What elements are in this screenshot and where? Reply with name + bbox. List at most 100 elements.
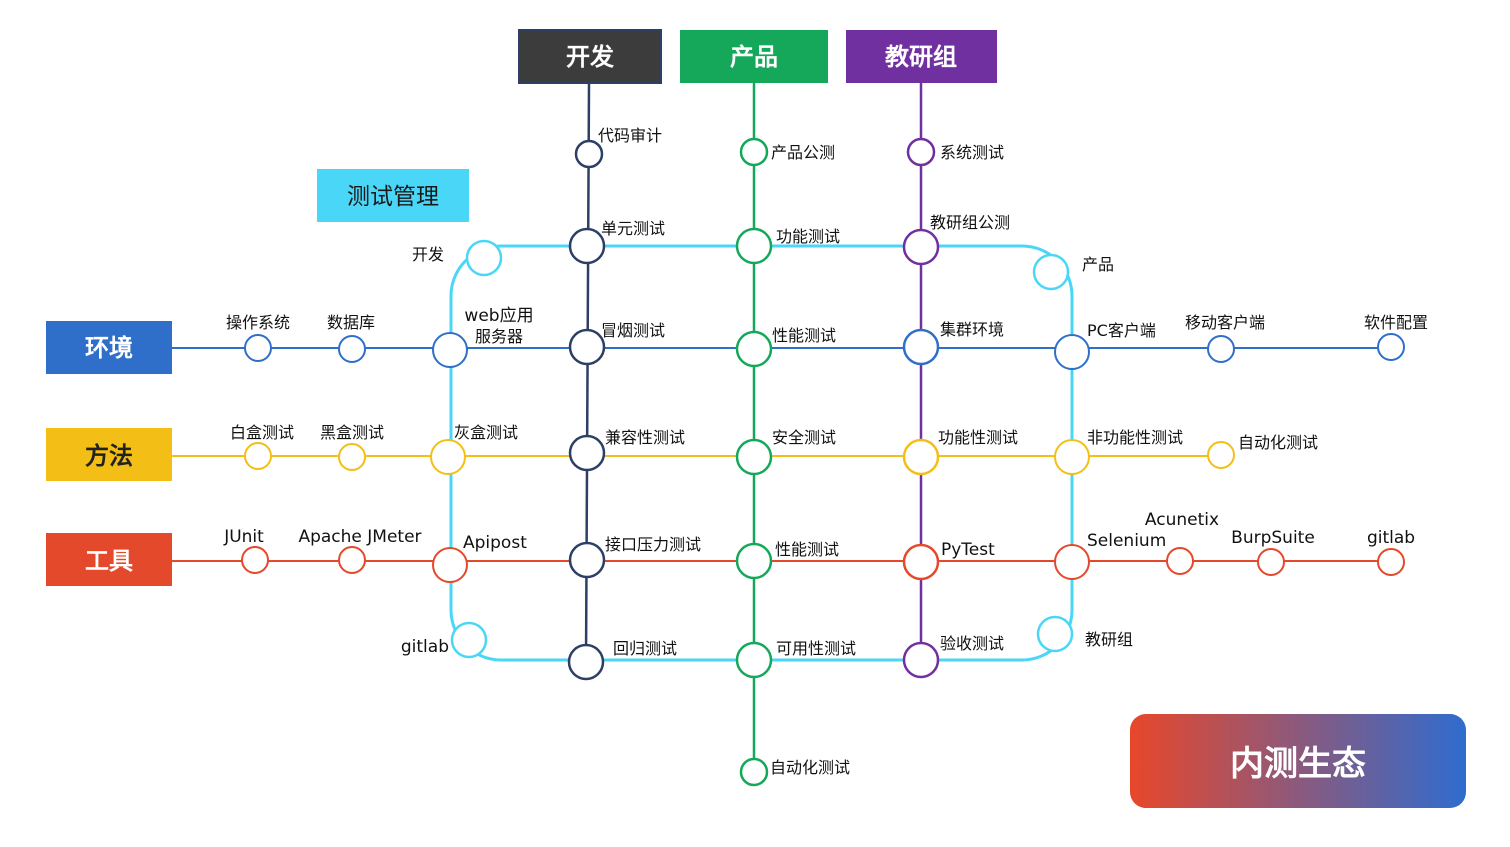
title-badge: 内测生态 [1130,714,1466,808]
station-label: 产品公测 [771,143,835,162]
station-label: 代码审计 [598,126,662,145]
station-label: 单元测试 [601,219,665,238]
station-node [902,543,940,581]
station-label: 系统测试 [940,143,1004,162]
station-node [574,139,604,169]
station-node [1377,333,1405,361]
station-label: 验收测试 [940,634,1004,653]
management-header-label: 测试管理 [347,184,439,210]
station-node [1257,548,1285,576]
station-node [568,227,606,265]
station-node [432,547,468,583]
station-node [241,546,269,574]
station-node [906,137,936,167]
row-header-tool-label: 工具 [85,547,133,575]
station-label: Apache JMeter [298,527,421,547]
station-label: 教研组公测 [930,213,1010,232]
row-header-method: 方法 [46,428,172,481]
station-node [735,542,773,580]
station-label: 非功能性测试 [1087,428,1183,447]
station-label: JUnit [223,527,264,547]
station-label: PC客户端 [1087,321,1156,340]
station-node [902,328,940,366]
station-label: 黑盒测试 [320,423,384,442]
management-header: 测试管理 [317,169,469,222]
station-node [465,239,503,277]
station-node [739,757,769,787]
page-title: 内测生态 [1230,744,1366,784]
station-node [338,443,366,471]
station-node [430,439,466,475]
station-label: 接口压力测试 [605,535,701,554]
row-header-method-label: 方法 [85,442,133,470]
column-header-product: 产品 [680,30,828,83]
station-label: 自动化测试 [770,758,850,777]
column-header-product-label: 产品 [730,43,778,71]
station-label: PyTest [941,540,995,560]
station-label: 性能测试 [772,326,836,345]
station-label: 操作系统 [226,313,290,332]
station-node [1054,439,1090,475]
station-node [338,335,366,363]
station-label: 性能测试 [775,540,839,559]
station-node [568,541,606,579]
station-node [338,546,366,574]
station-label: 白盒测试 [230,423,294,442]
row-header-env-label: 环境 [85,334,133,362]
station-label: 数据库 [327,313,375,332]
station-label: 可用性测试 [776,639,856,658]
station-node [1377,548,1405,576]
station-label: 教研组 [1085,630,1133,649]
station-node [1036,615,1074,653]
station-label: Apipost [463,533,527,553]
station-label: 软件配置 [1364,313,1428,332]
station-label: 集群环境 [940,320,1004,339]
station-label: Selenium [1087,531,1166,551]
station-label: 安全测试 [772,428,836,447]
station-node [1032,253,1070,291]
station-node [735,330,773,368]
row-header-tool: 工具 [46,533,172,586]
station-label: 回归测试 [613,639,677,658]
station-label: 移动客户端 [1185,313,1265,332]
row-header-env: 环境 [46,321,172,374]
station-node [450,621,488,659]
station-node [735,227,773,265]
station-label: 功能性测试 [938,428,1018,447]
station-label: 开发 [412,245,444,264]
station-node [1207,441,1235,469]
column-header-dev-label: 开发 [566,43,614,71]
station-node [735,641,773,679]
station-label: 功能测试 [776,227,840,246]
station-node [902,438,940,476]
column-header-research: 教研组 [846,30,997,83]
station-node [244,442,272,470]
station-label: 灰盒测试 [454,423,518,442]
station-label: gitlab [1367,528,1415,548]
station-node [1207,335,1235,363]
station-label: Acunetix [1145,510,1219,530]
station-node [568,328,606,366]
station-label: 冒烟测试 [601,321,665,340]
station-node [568,434,606,472]
station-node [739,137,769,167]
column-header-research-label: 教研组 [885,43,957,71]
station-node [1054,334,1090,370]
station-node [902,228,940,266]
station-label: 自动化测试 [1238,433,1318,452]
station-node [567,643,605,681]
station-node [1166,547,1194,575]
station-label: web应用 [464,306,533,326]
station-label: gitlab [401,637,449,657]
station-node [244,334,272,362]
station-label: 服务器 [475,327,523,346]
station-label: 产品 [1082,255,1114,274]
station-node [1054,544,1090,580]
station-label: BurpSuite [1231,528,1315,548]
station-node [432,332,468,368]
station-node [735,438,773,476]
station-label: 兼容性测试 [605,428,685,447]
station-node [902,641,940,679]
column-header-dev: 开发 [518,29,662,84]
